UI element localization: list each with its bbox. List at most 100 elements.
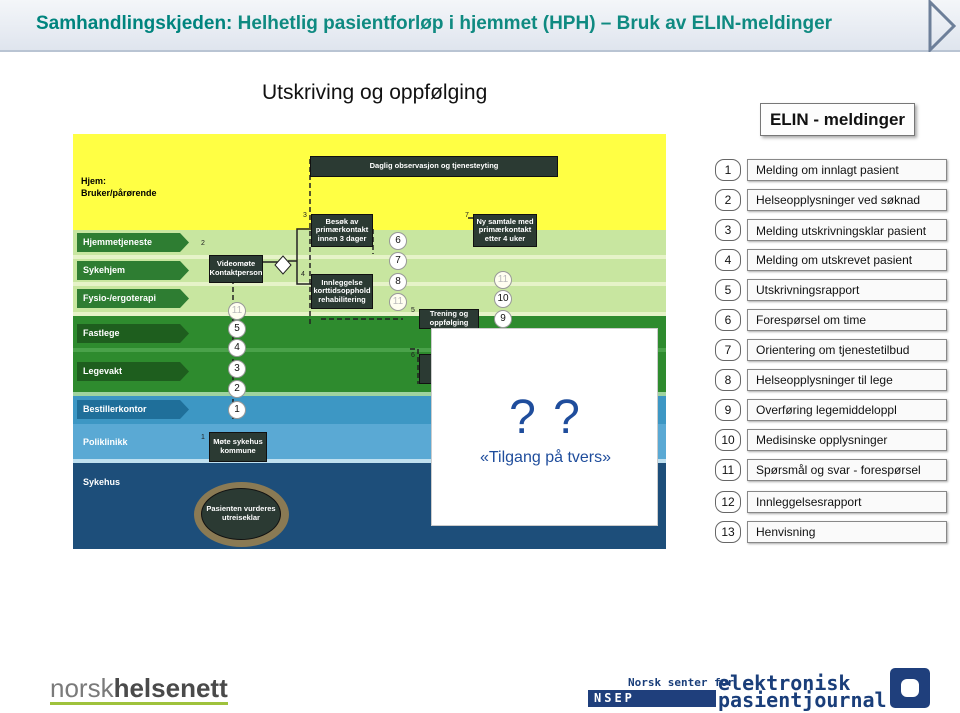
elin-item: 3 Melding utskrivningsklar pasient — [715, 219, 947, 241]
circle-1: 1 — [228, 401, 246, 419]
step-1: 1 — [201, 434, 205, 441]
elin-label: Helseopplysninger til lege — [747, 369, 947, 391]
elin-num: 4 — [715, 249, 741, 271]
elin-num: 8 — [715, 369, 741, 391]
elin-title: ELIN - meldinger — [760, 103, 915, 136]
question-marks: ? ? — [509, 391, 582, 444]
elin-item: 1 Melding om innlagt pasient — [715, 159, 947, 181]
box-besok: Besøk av primærkontakt innen 3 dager — [311, 214, 373, 247]
elin-item: 2 Helseopplysninger ved søknad — [715, 189, 947, 211]
nsep-logo-icon — [890, 668, 930, 708]
title-prefix: Samhandlingskjeden: — [36, 13, 233, 34]
slide-header: Samhandlingskjeden: Helhetlig pasientfor… — [0, 0, 960, 52]
circle-8: 8 — [389, 273, 407, 291]
elin-num: 9 — [715, 399, 741, 421]
circle-4: 4 — [228, 339, 246, 357]
elin-item: 11 Spørsmål og svar - forespørsel — [715, 459, 947, 481]
nsep-word-2: pasientjournal — [718, 688, 887, 712]
lane-label-sykehus: Sykehus — [83, 477, 121, 487]
nsep-word-1: elektronisk — [718, 671, 851, 695]
step-3: 3 — [303, 212, 307, 219]
elin-num: 11 — [715, 459, 741, 481]
elin-item: 10 Medisinske opplysninger — [715, 429, 947, 451]
elin-label: Spørsmål og svar - forespørsel — [747, 459, 947, 481]
box-innleggelse: Innleggelse korttidsopphold rehabiliteri… — [311, 274, 373, 309]
box-trening: Trening og oppfølging — [419, 309, 479, 329]
lane-label-legevakt: Legevakt — [77, 362, 189, 381]
tilgang-overlay: ? ? «Tilgang på tvers» — [431, 328, 658, 526]
nhn-light: norsk — [50, 673, 114, 703]
elin-label: Forespørsel om time — [747, 309, 947, 331]
elin-num: 12 — [715, 491, 741, 513]
circle-3: 3 — [228, 360, 246, 378]
elin-item: 13 Henvisning — [715, 521, 947, 543]
circle-9: 9 — [494, 310, 512, 328]
elin-label: Melding utskrivningsklar pasient — [747, 219, 947, 241]
circle-2: 2 — [228, 380, 246, 398]
box-pasienten: Pasienten vurderes utreiseklar — [201, 488, 281, 540]
header-arrow-icon — [928, 0, 957, 52]
elin-item: 6 Forespørsel om time — [715, 309, 947, 331]
elin-num: 1 — [715, 159, 741, 181]
elin-num: 3 — [715, 219, 741, 241]
elin-label: Helseopplysninger ved søknad — [747, 189, 947, 211]
nhn-bold: helsenett — [113, 673, 228, 703]
elin-item: 9 Overføring legemiddeloppl — [715, 399, 947, 421]
lane-label-bestillerkontor: Bestillerkontor — [77, 400, 189, 419]
elin-label: Utskrivningsrapport — [747, 279, 947, 301]
lane-gap-3 — [73, 312, 666, 316]
elin-num: 2 — [715, 189, 741, 211]
lane-label-fysio: Fysio-/ergoterapi — [77, 289, 189, 308]
elin-item: 12 Innleggelsesrapport — [715, 491, 947, 513]
elin-item: 5 Utskrivningsrapport — [715, 279, 947, 301]
lane-label-fastlege: Fastlege — [77, 324, 189, 343]
circle-5: 5 — [228, 320, 246, 338]
elin-label: Henvisning — [747, 521, 947, 543]
lane-label-hjem: Hjem: Bruker/pårørende — [81, 176, 157, 198]
lane-gap-1 — [73, 255, 666, 259]
circle-11-c: 11 — [494, 271, 512, 289]
elin-label: Overføring legemiddeloppl — [747, 399, 947, 421]
lane-gap-5 — [73, 459, 666, 463]
elin-label: Melding om innlagt pasient — [747, 159, 947, 181]
lane-label-sykehjem: Sykehjem — [77, 261, 189, 280]
step-4: 4 — [301, 271, 305, 278]
lane-divider — [73, 348, 666, 352]
norsk-helsenett-logo: norskhelsenett — [50, 673, 228, 704]
elin-num: 7 — [715, 339, 741, 361]
elin-label: Innleggelsesrapport — [747, 491, 947, 513]
section-subtitle: Utskriving og oppfølging — [262, 81, 488, 104]
elin-label: Medisinske opplysninger — [747, 429, 947, 451]
elin-item: 8 Helseopplysninger til lege — [715, 369, 947, 391]
nsep-bar: NSEP — [588, 690, 716, 707]
box-mote: Møte sykehus kommune — [209, 432, 267, 462]
elin-num: 6 — [715, 309, 741, 331]
box-daglig: Daglig observasjon og tjenesteyting — [310, 156, 558, 177]
elin-num: 13 — [715, 521, 741, 543]
circle-6: 6 — [389, 232, 407, 250]
step-2: 2 — [201, 240, 205, 247]
lane-gap-4 — [73, 392, 666, 396]
slide-title: Samhandlingskjeden: Helhetlig pasientfor… — [36, 13, 832, 35]
elin-item: 7 Orientering om tjenestetilbud — [715, 339, 947, 361]
nsep-abbr: NSEP — [594, 691, 635, 705]
step-5: 5 — [411, 307, 415, 314]
lane-label-hjemmetjeneste: Hjemmetjeneste — [77, 233, 189, 252]
nsep-subtitle: Norsk senter for — [628, 676, 734, 689]
elin-num: 10 — [715, 429, 741, 451]
circle-11: 11 — [228, 302, 246, 320]
nhn-underline — [50, 702, 228, 705]
box-nysamtale: Ny samtale med primærkontakt etter 4 uke… — [473, 214, 537, 247]
circle-10: 10 — [494, 290, 512, 308]
elin-num: 5 — [715, 279, 741, 301]
circle-7: 7 — [389, 252, 407, 270]
elin-label: Orientering om tjenestetilbud — [747, 339, 947, 361]
tilgang-text: «Tilgang på tvers» — [479, 449, 612, 466]
box-videomote: Videomøte Kontaktperson — [209, 255, 263, 283]
lane-top — [73, 134, 666, 154]
step-7: 7 — [465, 212, 469, 219]
circle-11-b: 11 — [389, 293, 407, 311]
step-6: 6 — [411, 352, 415, 359]
title-main: Helhetlig pasientforløp i hjemmet (HPH) … — [232, 13, 833, 34]
